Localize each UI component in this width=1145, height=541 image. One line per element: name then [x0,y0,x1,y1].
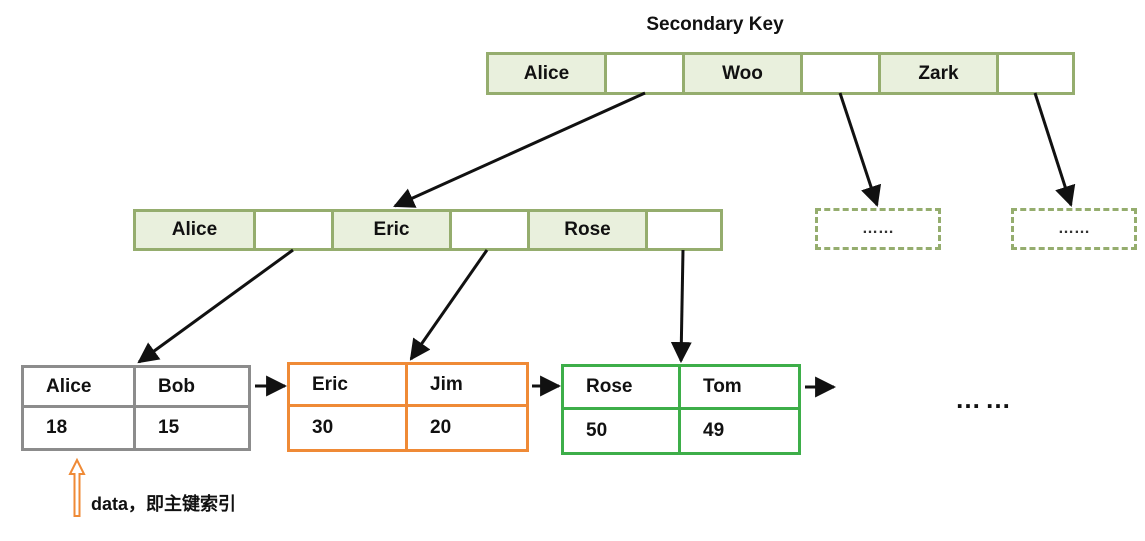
leaf-key: Alice [24,368,136,408]
annotation-up-arrow [68,457,86,517]
internal-pointer-cell [452,212,530,248]
internal-pointer-cell [256,212,334,248]
root-key-cell: Woo [685,55,803,92]
internal-key-cell: Rose [530,212,648,248]
placeholder-node: …… [815,208,941,250]
root-pointer-cell [607,55,685,92]
root-key-cell: Alice [489,55,607,92]
leaf-key: Eric [290,365,408,407]
pointer-arrow [1033,92,1076,207]
internal-node: Alice Eric Rose [133,209,723,251]
leaf-value: 50 [564,409,681,452]
leaf-value: 15 [158,417,180,438]
root-node: Alice Woo Zark [486,52,1075,95]
root-pointer-cell [803,55,881,92]
pointer-arrow [393,91,646,208]
pointer-arrow [137,248,294,364]
root-key-cell: Zark [881,55,999,92]
leaf-value: 30 [290,407,408,449]
pointer-arrow [409,249,489,361]
leaf-node: Alice Bob 18 15 [21,365,251,451]
internal-key-cell: Alice [136,212,256,248]
leaf-key: Rose [564,367,681,410]
leaf-value: 49 [703,419,725,441]
pointer-arrow [838,92,882,207]
leaf-value: 20 [430,417,452,438]
annotation-label: data，即主键索引 [91,494,237,514]
diagram-title: Secondary Key [646,14,784,35]
leaf-value: 18 [24,408,136,448]
more-leaves-ellipsis: …… [955,384,1015,414]
pointer-arrow [670,249,692,364]
leaf-key: Bob [136,368,248,408]
internal-key-cell: Eric [334,212,452,248]
leaf-key: Jim [408,365,526,407]
leaf-node: Eric Jim 30 20 [287,362,529,452]
placeholder-node: …… [1011,208,1137,250]
leaf-key: Tom [681,367,798,410]
leaf-node: Rose Tom 50 49 [561,364,801,455]
